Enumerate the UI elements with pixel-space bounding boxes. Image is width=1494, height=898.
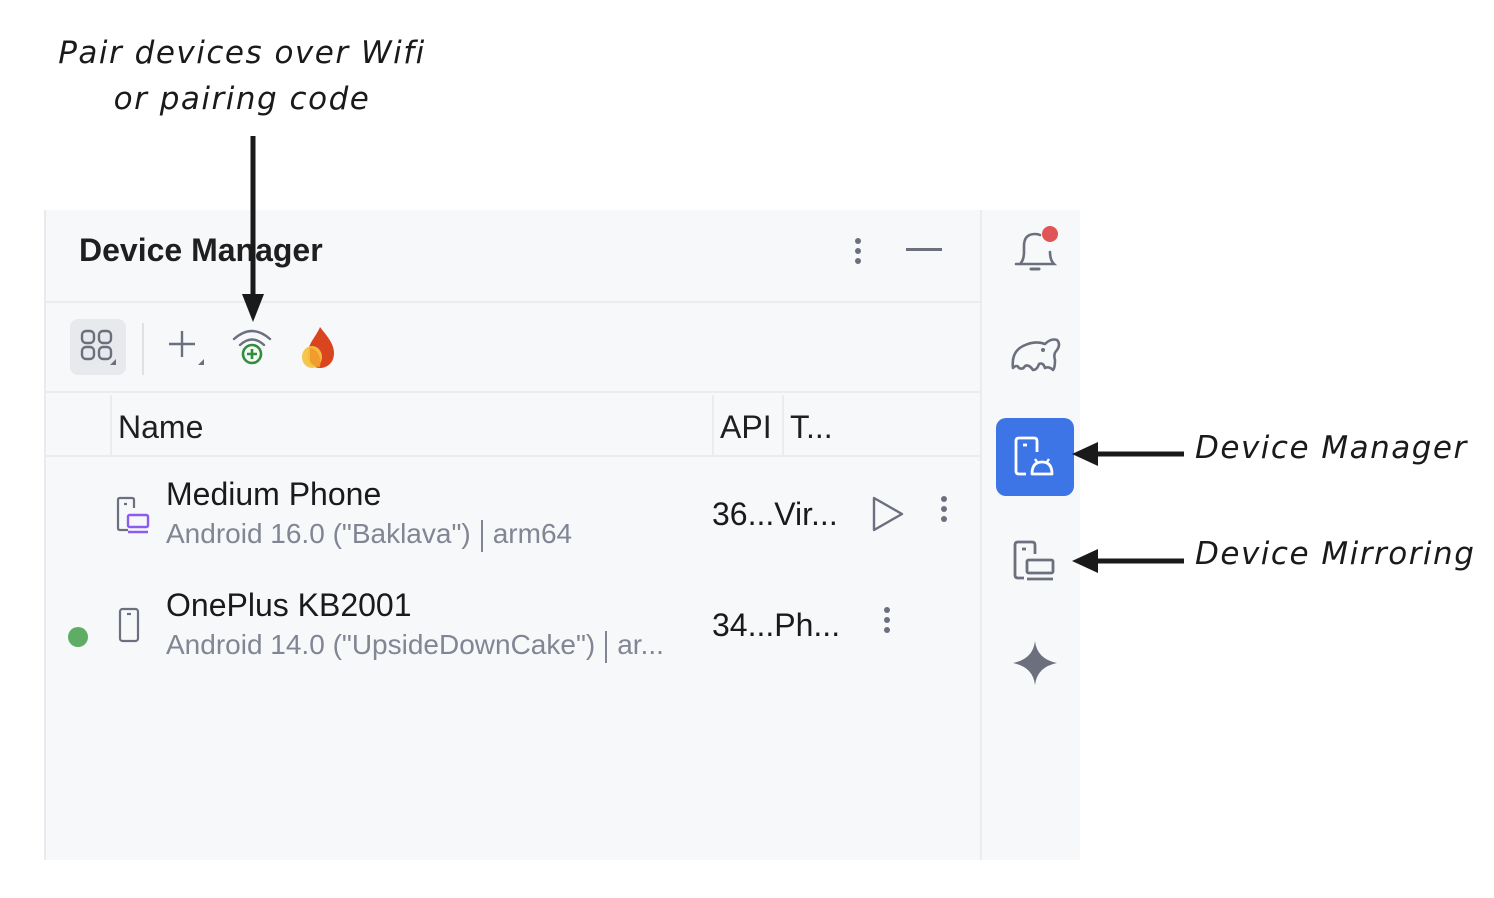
gradle-button[interactable]: [996, 314, 1074, 392]
annotation-device-mirroring: Device Mirroring: [1195, 536, 1476, 572]
device-row-medium-phone[interactable]: Medium Phone Android 16.0 ("Baklava") arm…: [46, 472, 980, 582]
column-header-type[interactable]: T...: [782, 395, 862, 455]
more-options-icon[interactable]: [846, 234, 870, 270]
annotation-line-1: Pair devices over Wifi: [58, 35, 426, 71]
gemini-icon: [1013, 641, 1057, 685]
pair-wifi-icon: [232, 329, 272, 365]
device-manager-panel: Device Manager: [44, 210, 980, 860]
annotation-pair-wifi: Pair devices over Wifi or pairing code: [52, 30, 432, 122]
annotation-line-2: or pairing code: [113, 81, 371, 117]
device-details: Android 14.0 ("UpsideDownCake") ar...: [166, 629, 664, 663]
device-arch: arm64: [492, 518, 573, 549]
notifications-icon: [1014, 226, 1058, 271]
device-details: Android 16.0 ("Baklava") arm64: [166, 518, 572, 552]
pair-wifi-button[interactable]: [224, 319, 280, 375]
device-type: Ph...: [774, 607, 841, 643]
column-header-api[interactable]: API: [712, 395, 782, 455]
device-name: Medium Phone: [166, 476, 382, 512]
device-manager-button[interactable]: [996, 418, 1074, 496]
run-device-icon[interactable]: [870, 494, 906, 534]
device-os: Android 14.0 ("UpsideDownCake"): [166, 629, 596, 660]
api-type-cell: 36...Vir...: [712, 496, 838, 533]
arrow-to-device-mirroring: [1072, 549, 1184, 573]
api-level: 34...: [712, 607, 775, 643]
api-level: 36...: [712, 496, 775, 532]
panel-header: Device Manager: [46, 210, 980, 303]
add-device-icon: [169, 331, 204, 365]
separator: [605, 630, 608, 663]
grid-view-icon: [80, 329, 116, 365]
online-status-icon: [68, 627, 88, 647]
device-type: Vir...: [774, 496, 838, 532]
add-device-button[interactable]: [158, 319, 214, 375]
device-name: OnePlus KB2001: [166, 587, 412, 623]
arrow-to-device-manager: [1072, 442, 1184, 466]
grid-view-button[interactable]: [70, 319, 126, 375]
row-more-options-icon[interactable]: [932, 492, 956, 532]
toolbar: [46, 303, 980, 393]
device-arch: ar...: [617, 629, 664, 660]
physical-phone-icon: [118, 607, 140, 643]
panel-title: Device Manager: [79, 232, 323, 268]
gradle-icon: [1011, 338, 1061, 372]
api-type-cell: 34...Ph...: [712, 607, 840, 644]
gemini-button[interactable]: [996, 624, 1074, 702]
device-mirroring-icon: [1013, 540, 1055, 581]
firebase-button[interactable]: [290, 319, 346, 375]
toolbar-separator: [142, 323, 144, 375]
firebase-icon: [302, 327, 334, 368]
tool-window-stripe: [980, 210, 1080, 860]
notifications-button[interactable]: [996, 212, 1074, 290]
annotation-device-manager: Device Manager: [1195, 430, 1468, 466]
device-manager-icon: [1014, 436, 1054, 476]
minimize-icon[interactable]: [906, 248, 942, 251]
row-more-options-icon[interactable]: [875, 603, 899, 643]
virtual-device-icon: [116, 496, 150, 534]
arrow-to-wifi-icon: [242, 136, 264, 322]
device-row-oneplus[interactable]: OnePlus KB2001 Android 14.0 ("UpsideDown…: [46, 583, 980, 693]
device-mirroring-button[interactable]: [996, 522, 1074, 600]
table-header: Name API T...: [46, 395, 980, 457]
column-header-name[interactable]: Name: [110, 395, 712, 455]
separator: [480, 519, 483, 552]
device-os: Android 16.0 ("Baklava"): [166, 518, 471, 549]
